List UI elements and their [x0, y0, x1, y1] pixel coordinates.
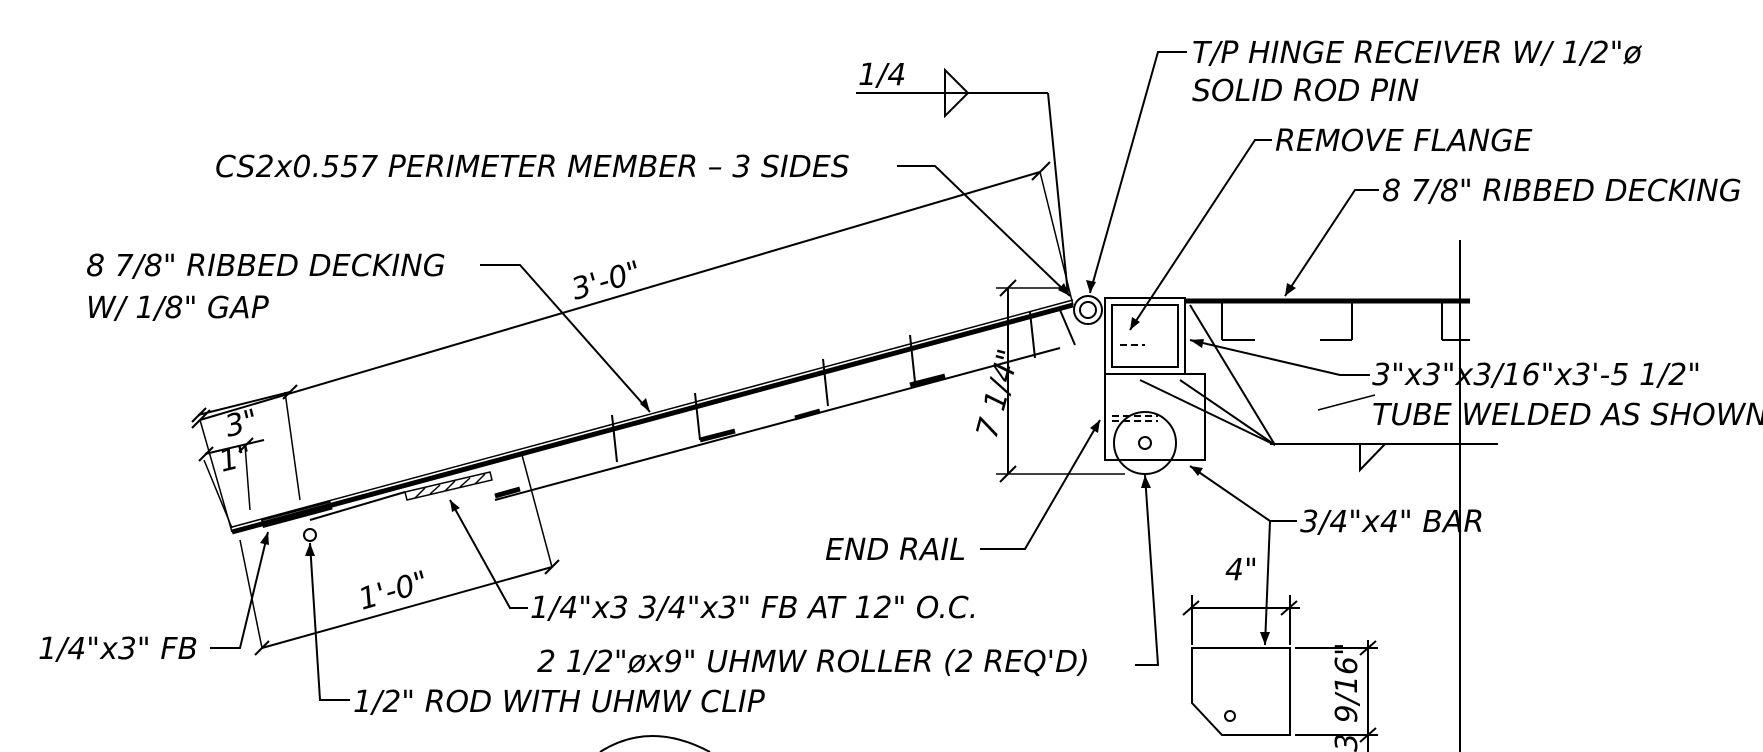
tube-upper [1104, 297, 1186, 375]
label-rod-clip: 1/2" ROD WITH UHMW CLIP [353, 685, 766, 720]
rod-clip-circle [303, 528, 317, 542]
label-end-rail: END RAIL [825, 533, 966, 568]
label-perimeter-member: CS2x0.557 PERIMETER MEMBER – 3 SIDES [215, 150, 850, 185]
tube-lower [1104, 373, 1206, 461]
label-hinge-receiver-1: T/P HINGE RECEIVER W/ 1/2"ø [1192, 36, 1642, 71]
ramp-bottom-chord [494, 347, 1061, 501]
dim-bar-height: 3 9/16" [1330, 642, 1365, 752]
dimension-lines [191, 67, 1125, 656]
label-tube-2: TUBE WELDED AS SHOWN [1372, 398, 1763, 433]
label-decking-left-1: 8 7/8" RIBBED DECKING [86, 249, 446, 284]
ramp-body [231, 299, 1076, 542]
drawing-labels: T/P HINGE RECEIVER W/ 1/2"ø SOLID ROD PI… [38, 36, 1763, 752]
ribbed-decking-right [1185, 240, 1498, 752]
leader-lines [210, 51, 1379, 701]
dim-height: 7 1/4" [970, 345, 1027, 442]
dim-tip-3: 3" [221, 403, 261, 445]
label-remove-flange: REMOVE FLANGE [1275, 124, 1532, 159]
detail-callout-circle [599, 735, 711, 752]
hinge-receiver [1073, 295, 1103, 325]
label-fb-left: 1/4"x3" FB [38, 632, 198, 667]
dim-tip-1: 1" [215, 438, 255, 480]
label-decking-right: 8 7/8" RIBBED DECKING [1382, 174, 1742, 209]
uhmw-roller [1113, 411, 1177, 475]
label-tube-1: 3"x3"x3/16"x3'-5 1/2" [1372, 358, 1701, 393]
bar-detail [1182, 595, 1378, 752]
label-decking-left-2: W/ 1/8" GAP [86, 291, 270, 326]
dim-bar-width: 4" [1225, 553, 1258, 588]
label-fb-spacers: 1/4"x3 3/4"x3" FB AT 12" O.C. [530, 591, 978, 626]
tube-assembly [1104, 297, 1206, 475]
fb-spacer-hatch [404, 471, 493, 501]
label-weld-size: 1/4 [858, 58, 906, 93]
label-hinge-receiver-2: SOLID ROD PIN [1192, 74, 1419, 109]
label-roller: 2 1/2"øx9" UHMW ROLLER (2 REQ'D) [537, 645, 1090, 680]
dim-roller-offset: 1'-0" [355, 564, 433, 617]
ramp-deck-surface [231, 302, 1074, 535]
label-bar: 3/4"x4" BAR [1300, 505, 1484, 540]
